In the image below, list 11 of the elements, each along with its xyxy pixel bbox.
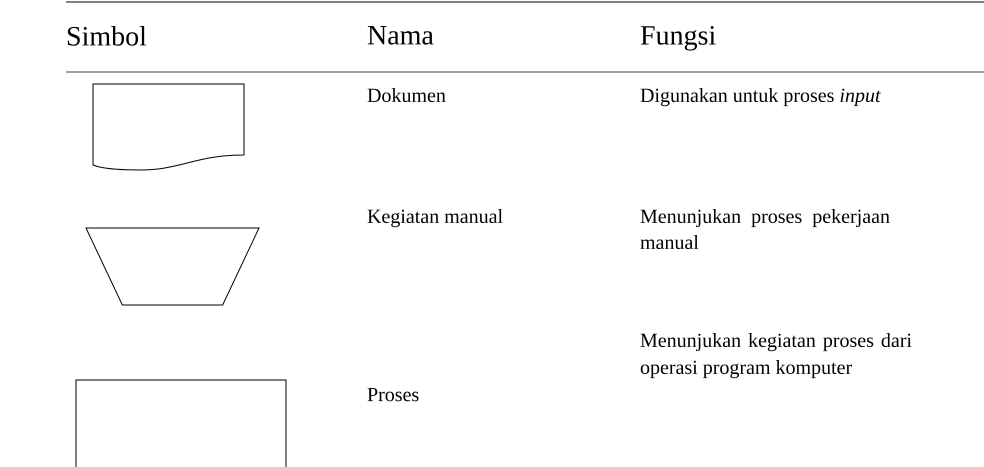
table-cell: Proses (368, 388, 418, 402)
process-symbol (76, 380, 286, 467)
column-header: Fungsi (640, 26, 716, 51)
table-cell: Dokumen (368, 88, 446, 102)
document-symbol (92, 84, 244, 170)
table-cell: Digunakan untuk proses input (640, 88, 881, 106)
table-cell: Kegiatan manual (368, 209, 503, 228)
column-header: Simbol (68, 26, 146, 46)
column-header: Nama (368, 26, 434, 45)
table-cell: Menunjukan kegiatan proses dari operasi program komputer (640, 333, 912, 378)
table-cell: Menunjukan proses pekerjaan manual (640, 209, 890, 250)
